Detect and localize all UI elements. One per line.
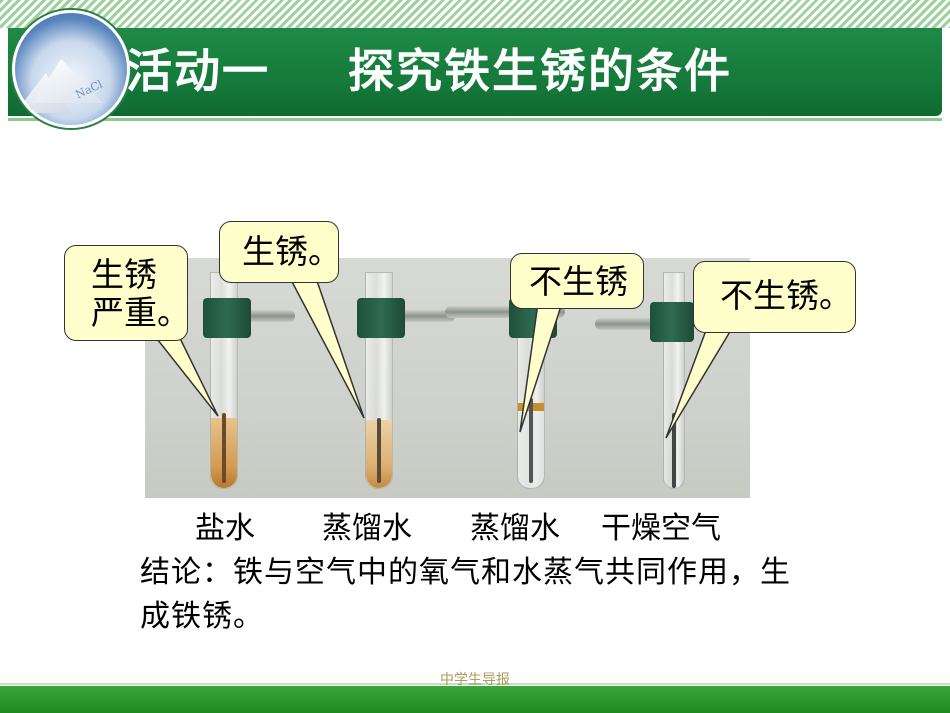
callout-text: 生锈 (91, 255, 157, 294)
callout-no-rust: 不生锈 (510, 253, 644, 309)
title-part2: 探究铁生锈的条件 (348, 44, 732, 98)
header-stripes (0, 0, 950, 28)
watermark: 中学生导报 (440, 672, 510, 688)
callout-severe-rust: 生锈 严重。 (64, 245, 190, 341)
callout-text: 生锈。 (242, 232, 341, 271)
test-tube-clamp (203, 298, 251, 338)
label-salt-water: 盐水 (195, 511, 255, 546)
page-title: 活动一 探究铁生锈的条件 (126, 36, 732, 106)
conclusion-text: 结论：铁与空气中的氧气和水蒸气共同作用，生成铁锈。 (140, 555, 791, 634)
iron-nail (377, 418, 381, 483)
salt-logo: NaCl (12, 10, 130, 128)
experiment-photo (145, 258, 750, 498)
header-underline (8, 118, 942, 121)
callout-text: 不生锈。 (720, 276, 852, 315)
label-dry-air: 干燥空气 (601, 511, 721, 546)
iron-nail (222, 413, 226, 483)
callout-text: 严重。 (91, 293, 190, 332)
title-part1: 活动一 (126, 44, 270, 98)
iron-nail (672, 413, 676, 488)
clamp-rod (240, 310, 295, 322)
header-bar (8, 28, 942, 116)
iron-nail (529, 398, 533, 483)
footer-bar (0, 686, 950, 713)
test-tube-clamp (357, 298, 405, 338)
label-distilled-water-2: 蒸馏水 (470, 511, 560, 546)
callout-rust: 生锈。 (219, 221, 341, 283)
callout-no-rust-dry: 不生锈。 (693, 261, 856, 333)
label-distilled-water: 蒸馏水 (322, 511, 412, 546)
footer-line (0, 683, 950, 685)
callout-text: 不生锈 (529, 262, 628, 301)
test-tube-clamp (650, 302, 694, 342)
